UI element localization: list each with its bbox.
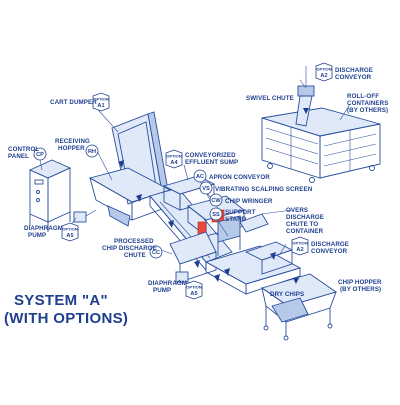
label-diaphragm-pump-2: PUMP (28, 232, 46, 239)
label-overs-3: CHUTE TO (286, 221, 318, 228)
option-tag-a5-lower-text: OPTION (186, 285, 201, 290)
label-rolloff-2: CONTAINERS (347, 100, 388, 107)
tag-cw-text: CW (211, 198, 221, 204)
option-tag-a1-text: OPTION (93, 97, 108, 102)
option-code-a2-top: A2 (320, 73, 327, 79)
flow-arrows (118, 108, 309, 284)
label-diaphragm-pump-lower-2: PUMP (153, 287, 171, 294)
option-tag-a2-text: OPTION (292, 241, 307, 246)
option-tag-a1: OPTION A1 (92, 92, 110, 112)
label-rolloff-3: (BY OTHERS) (347, 107, 388, 114)
chip-hopper (260, 273, 338, 341)
tag-rh-text: RH (88, 149, 96, 155)
label-discharge-conveyor-top-1: DISCHARGE (335, 67, 373, 74)
tag-cc-text: CC (152, 250, 160, 256)
diagram-title-line-2: (WITH OPTIONS) (4, 310, 128, 327)
label-swivel-chute: SWIVEL CHUTE (246, 95, 294, 102)
label-control-panel-2: PANEL (8, 153, 29, 160)
tag-cp-text: CP (36, 152, 44, 158)
label-rolloff-1: ROLL-OFF (347, 93, 379, 100)
label-apron-conveyor: APRON CONVEYOR (209, 174, 270, 181)
option-code-a5-lower: A5 (190, 291, 197, 297)
roll-off-containers (261, 107, 381, 183)
label-support-2: STAND (225, 216, 247, 223)
option-tag-a2: OPTION A2 (291, 236, 309, 256)
label-control-panel-1: CONTROL (8, 146, 39, 153)
tag-rh: RH (85, 144, 99, 158)
option-tag-a5: OPTION A5 (61, 222, 79, 242)
option-code-a1: A1 (97, 103, 104, 109)
label-receiving-hopper-1: RECEIVING (55, 138, 90, 145)
option-code-a4: A4 (170, 160, 178, 166)
label-discharge-conveyor-top-2: CONVEYOR (335, 74, 372, 81)
label-receiving-hopper-2: HOPPER (58, 145, 85, 152)
option-tag-a4-text: OPTION (166, 154, 181, 159)
option-code-a2: A2 (296, 247, 303, 253)
label-diaphragm-pump-lower-1: DIAPHRAGM (148, 280, 187, 287)
discharge-conveyor (204, 241, 302, 295)
overs-discharge-chute (239, 209, 293, 233)
label-discharge-conveyor-2: CONVEYOR (311, 248, 348, 255)
diaphragm-pump-lower (175, 271, 189, 283)
label-diaphragm-pump-1: DIAPHRAGM (24, 225, 63, 232)
option-tag-a4: OPTION A4 (165, 149, 183, 169)
label-discharge-conveyor-1: DISCHARGE (311, 241, 349, 248)
label-chip-hopper-1: CHIP HOPPER (338, 279, 382, 286)
label-processed-3: CHUTE (124, 252, 146, 259)
label-chip-wringer: CHIP WRINGER (225, 198, 273, 205)
tag-ac: AC (193, 169, 207, 183)
tag-ss-text: SS (212, 212, 220, 218)
label-overs-1: OVERS (286, 207, 308, 214)
label-cart-dumper: CART DUMPER (50, 99, 97, 106)
option-tag-a2-top: OPTION A2 (315, 62, 333, 82)
diaphragm-pump-upper (73, 209, 97, 223)
tag-ss: SS (209, 207, 223, 221)
option-code-a5: A5 (66, 233, 73, 239)
label-overs-4: CONTAINER (286, 228, 324, 235)
label-conveyorized-1: CONVEYORIZED (185, 152, 236, 159)
tag-cc: CC (149, 245, 163, 259)
label-processed-2: CHIP DISCHARGE (102, 245, 157, 252)
label-overs-2: DISCHARGE (286, 214, 324, 221)
label-dry-chips: DRY CHIPS (270, 291, 304, 298)
swivel-chute (295, 66, 315, 127)
tag-vs: VS (199, 181, 213, 195)
tag-cp: CP (33, 147, 47, 161)
option-tag-a5-lower: OPTION A5 (185, 280, 203, 300)
option-tag-a5-text: OPTION (62, 227, 77, 232)
tag-vs-text: VS (202, 186, 210, 192)
tag-ac-text: AC (196, 174, 204, 180)
control-panel (28, 159, 72, 232)
option-tag-a2-top-text: OPTION (316, 67, 331, 72)
label-chip-hopper-2: (BY OTHERS) (340, 286, 381, 293)
diagram-title-line-1: SYSTEM "A" (14, 292, 108, 309)
label-conveyorized-2: EFFLUENT SUMP (185, 159, 238, 166)
label-processed-1: PROCESSED (114, 238, 154, 245)
tag-cw: CW (209, 193, 223, 207)
label-support-1: SUPPORT (225, 209, 256, 216)
label-vibrating-screen: VIBRATING SCALPING SCREEN (215, 186, 313, 193)
